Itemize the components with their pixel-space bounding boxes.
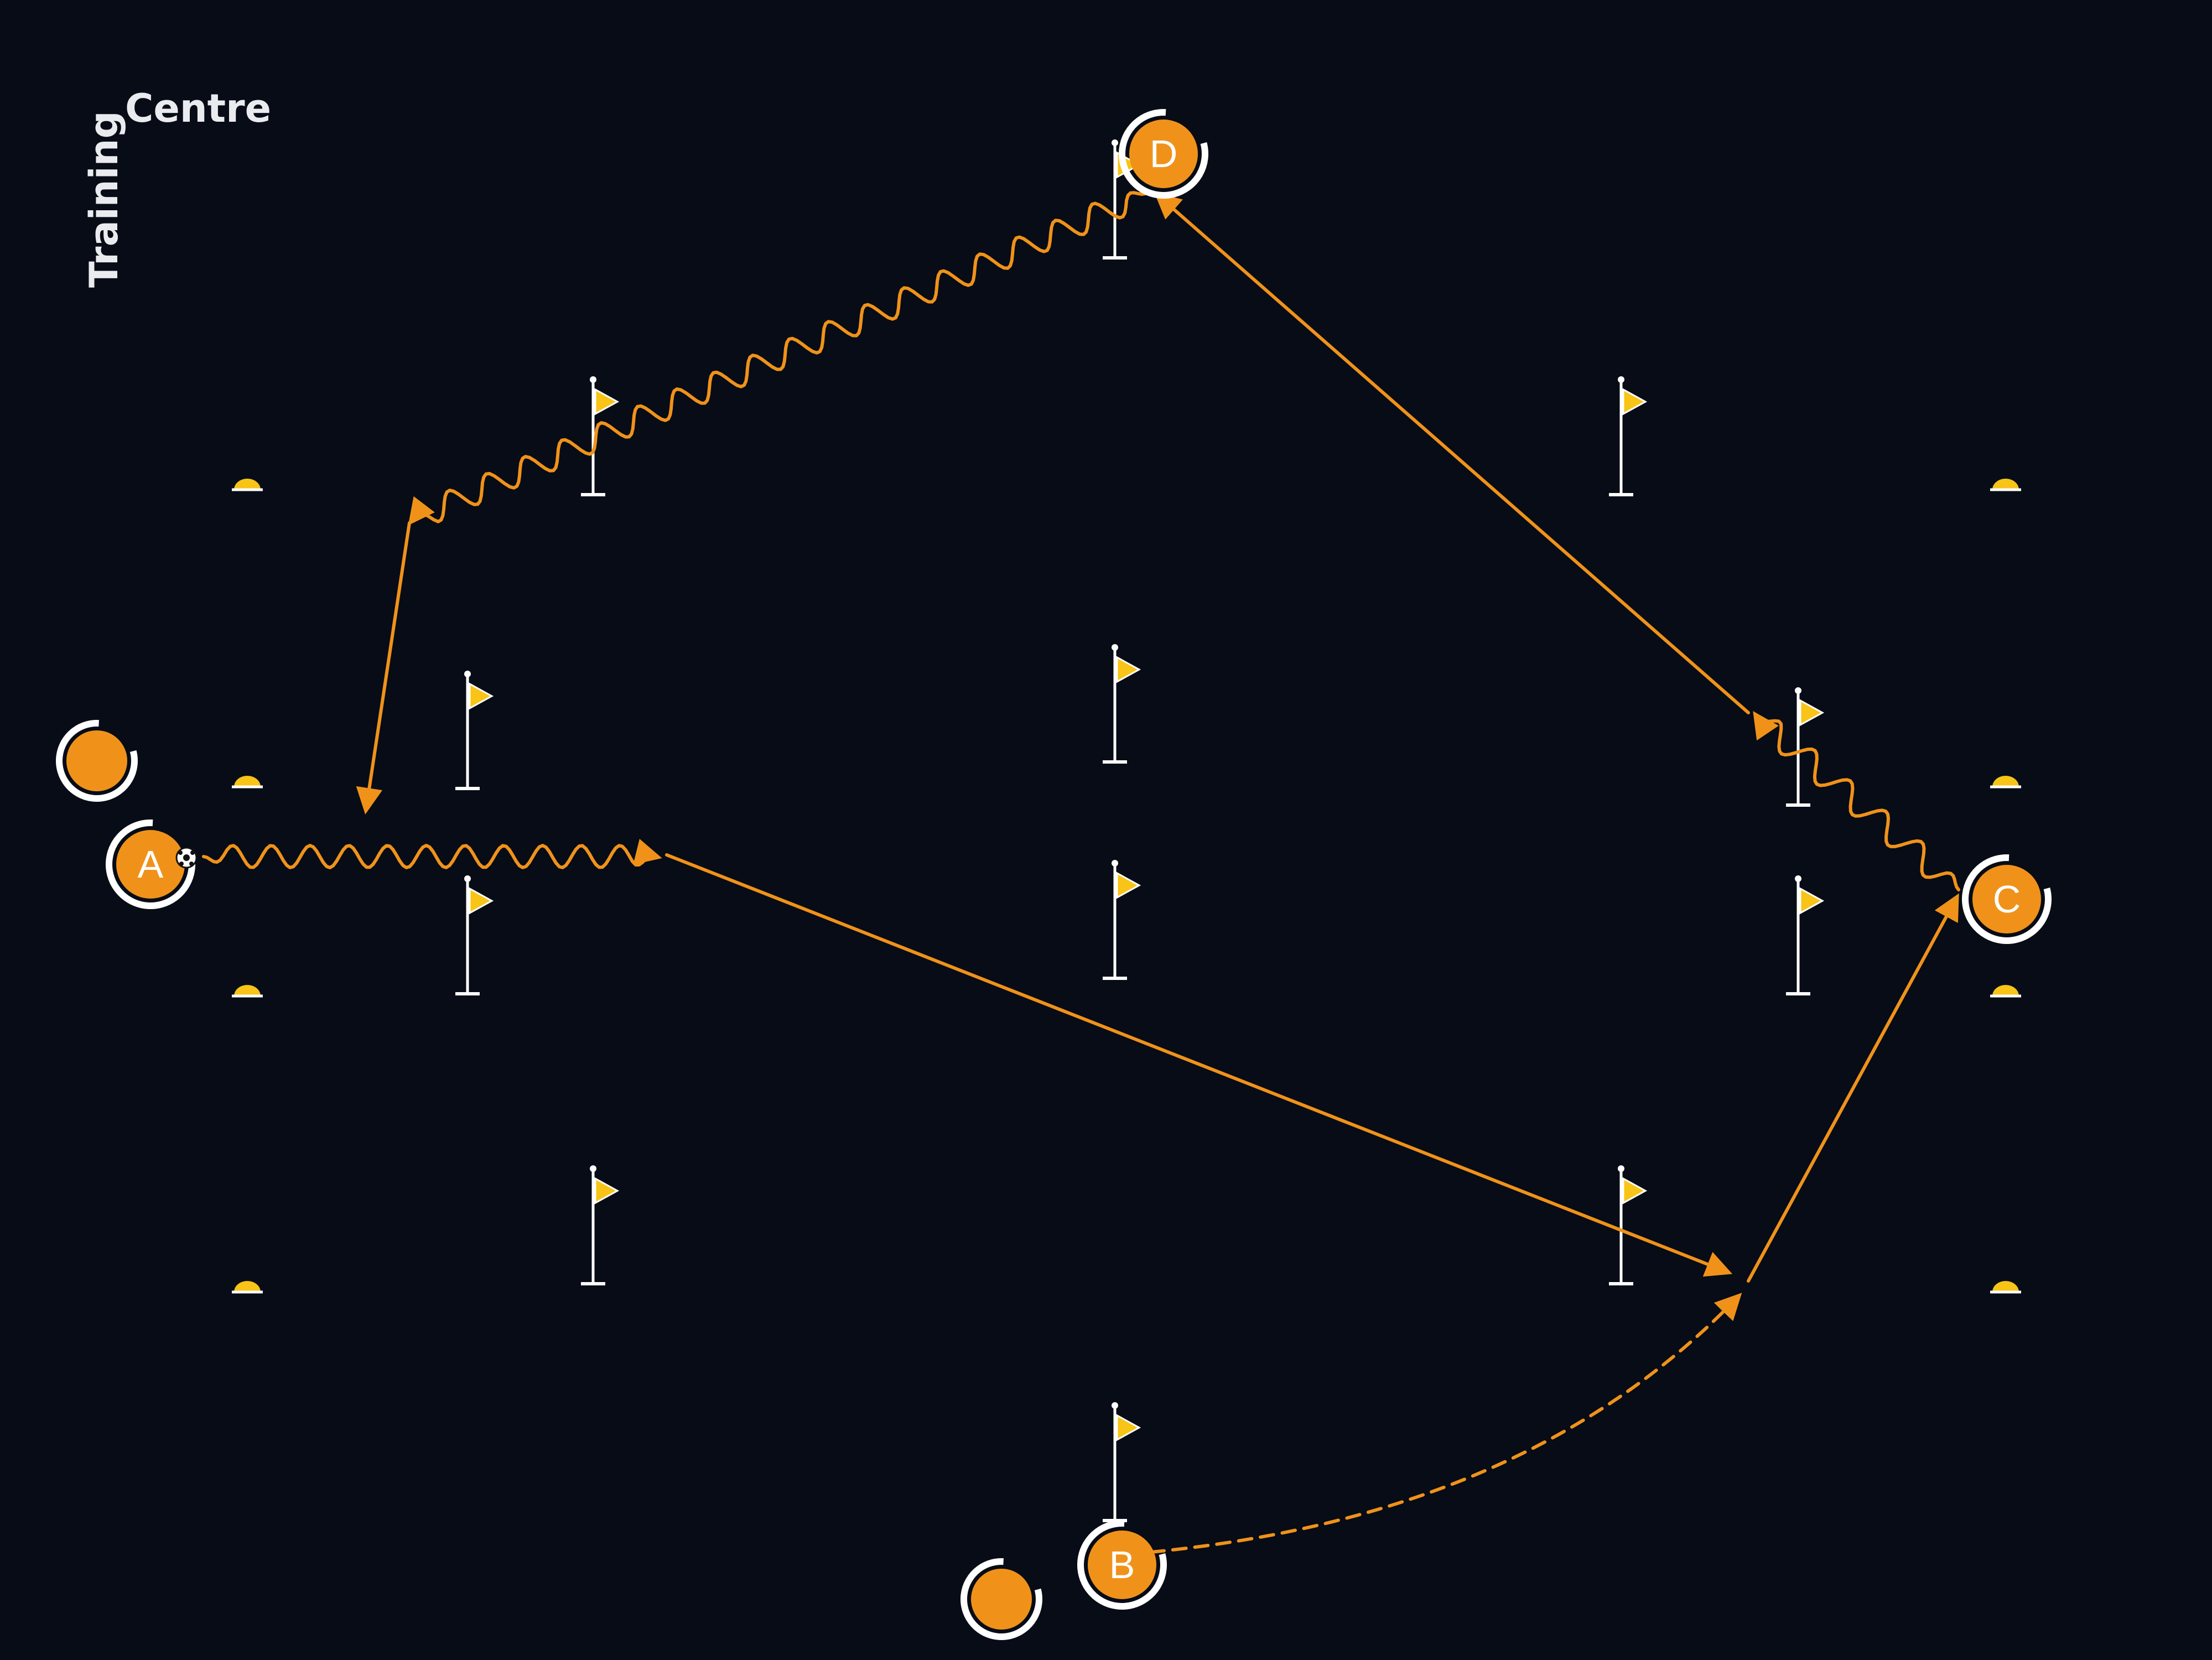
logo-word-centre: Centre	[125, 86, 271, 131]
cone	[1990, 985, 2021, 998]
flag-pole	[455, 875, 494, 995]
flag-pole	[581, 1165, 620, 1285]
player-wait-bottom	[960, 1558, 1042, 1640]
run-b	[1149, 1293, 1742, 1554]
pass-a-to-run-b	[665, 853, 1733, 1277]
player-d: D	[1119, 109, 1208, 199]
cone	[232, 985, 263, 998]
cone	[232, 479, 263, 491]
player-label: D	[1150, 132, 1178, 175]
flag-pole	[1609, 1165, 1648, 1285]
cone	[1990, 776, 2021, 788]
player-label: A	[138, 843, 164, 886]
dribble-d	[408, 191, 1147, 526]
flag-pole	[1103, 1402, 1141, 1522]
pass-b-to-c	[1747, 893, 1959, 1283]
player-label: B	[1109, 1543, 1135, 1586]
dribble-a	[202, 838, 662, 869]
cone	[232, 1281, 263, 1294]
player-wait-left	[56, 720, 138, 802]
movement-paths	[202, 191, 1960, 1554]
training-centre-logo: Training Centre	[81, 86, 271, 288]
cones-layer	[232, 479, 2021, 1294]
flags-layer	[455, 139, 1825, 1522]
pass-d-to-a-zone	[356, 521, 411, 815]
cone	[1990, 479, 2021, 491]
logo-word-training: Training	[81, 111, 127, 288]
cone	[232, 776, 263, 788]
flag-pole	[1103, 644, 1141, 764]
flag-pole	[1609, 376, 1648, 496]
flag-pole	[455, 671, 494, 790]
players-layer: A B C D	[56, 109, 2052, 1640]
ball-icon	[175, 847, 198, 869]
flag-pole	[1786, 687, 1825, 807]
flag-pole	[1786, 875, 1825, 995]
cone	[1990, 1281, 2021, 1294]
player-b: B	[1077, 1520, 1167, 1610]
pass-c-to-d	[1154, 192, 1750, 714]
flag-pole	[1103, 860, 1141, 980]
flag-pole	[581, 376, 620, 496]
dribble-c	[1753, 711, 1960, 891]
player-label: C	[1993, 878, 2021, 921]
player-a: A	[106, 819, 198, 909]
player-c: C	[1962, 854, 2052, 944]
